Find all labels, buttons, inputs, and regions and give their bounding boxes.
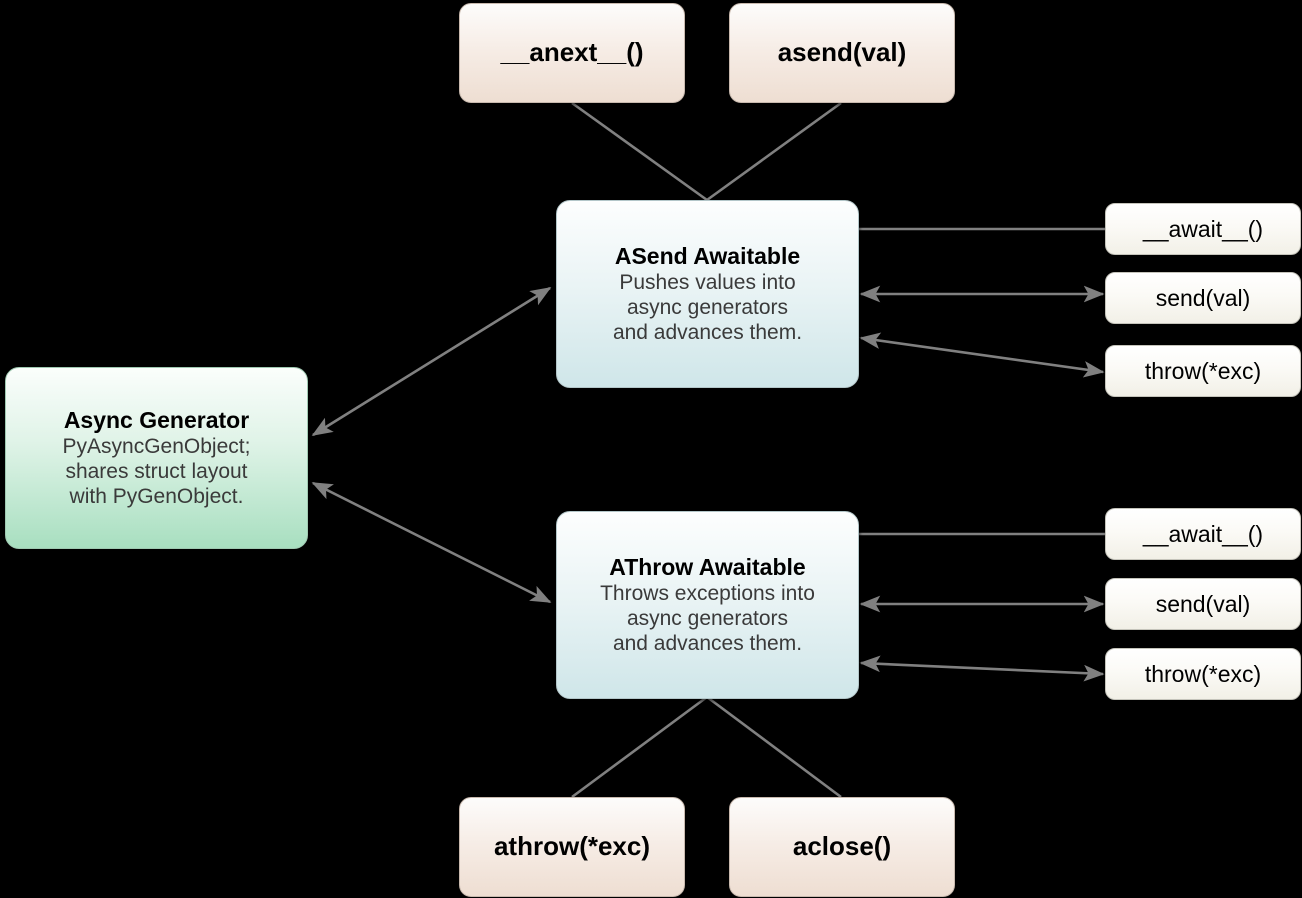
asend-method-box-throw[interactable]: throw(*exc) xyxy=(1105,345,1301,397)
athrow-method-box-send[interactable]: send(val) xyxy=(1105,578,1301,630)
edge-asend-call-to-asend xyxy=(706,101,842,202)
method-box-aclose[interactable]: aclose() xyxy=(729,797,955,897)
method-box-asend-call[interactable]: asend(val) xyxy=(729,3,955,103)
method-label: send(val) xyxy=(1155,590,1251,617)
asend-method-box-send[interactable]: send(val) xyxy=(1105,272,1301,324)
asend-method-box-await[interactable]: __await__() xyxy=(1105,203,1301,255)
node-title: Async Generator xyxy=(63,406,250,433)
method-label: asend(val) xyxy=(777,37,907,68)
node-title: ASend Awaitable xyxy=(614,242,801,269)
method-label: __await__() xyxy=(1142,215,1264,242)
method-label: athrow(*exc) xyxy=(493,831,651,862)
method-label: throw(*exc) xyxy=(1144,357,1262,384)
node-athrow-awaitable[interactable]: AThrow Awaitable Throws exceptions into … xyxy=(556,511,859,699)
node-subtitle: Throws exceptions into async generators … xyxy=(600,582,815,655)
method-label: throw(*exc) xyxy=(1144,660,1262,687)
method-label: __await__() xyxy=(1142,520,1264,547)
edge-gen-athrow xyxy=(311,481,552,604)
node-subtitle: PyAsyncGenObject; shares struct layout w… xyxy=(62,435,251,508)
athrow-method-box-await[interactable]: __await__() xyxy=(1105,508,1301,560)
edge-gen-asend xyxy=(311,286,552,437)
node-subtitle: Pushes values into async generators and … xyxy=(612,271,803,344)
edge-anext-to-asend xyxy=(571,101,708,202)
athrow-method-box-throw[interactable]: throw(*exc) xyxy=(1105,648,1301,700)
edge-athrow-to-athrow xyxy=(571,695,708,799)
edge-asend-throw xyxy=(859,332,1105,378)
method-box-athrow-call[interactable]: athrow(*exc) xyxy=(459,797,685,897)
edge-athrow-throw xyxy=(859,655,1105,682)
node-title: AThrow Awaitable xyxy=(609,553,806,580)
method-label: send(val) xyxy=(1155,284,1251,311)
edge-aclose-to-athrow xyxy=(706,695,842,799)
node-asend-awaitable[interactable]: ASend Awaitable Pushes values into async… xyxy=(556,200,859,388)
method-label: aclose() xyxy=(792,831,892,862)
method-label: __anext__() xyxy=(500,37,644,68)
node-async-generator[interactable]: Async Generator PyAsyncGenObject; shares… xyxy=(5,367,308,549)
method-box-anext[interactable]: __anext__() xyxy=(459,3,685,103)
